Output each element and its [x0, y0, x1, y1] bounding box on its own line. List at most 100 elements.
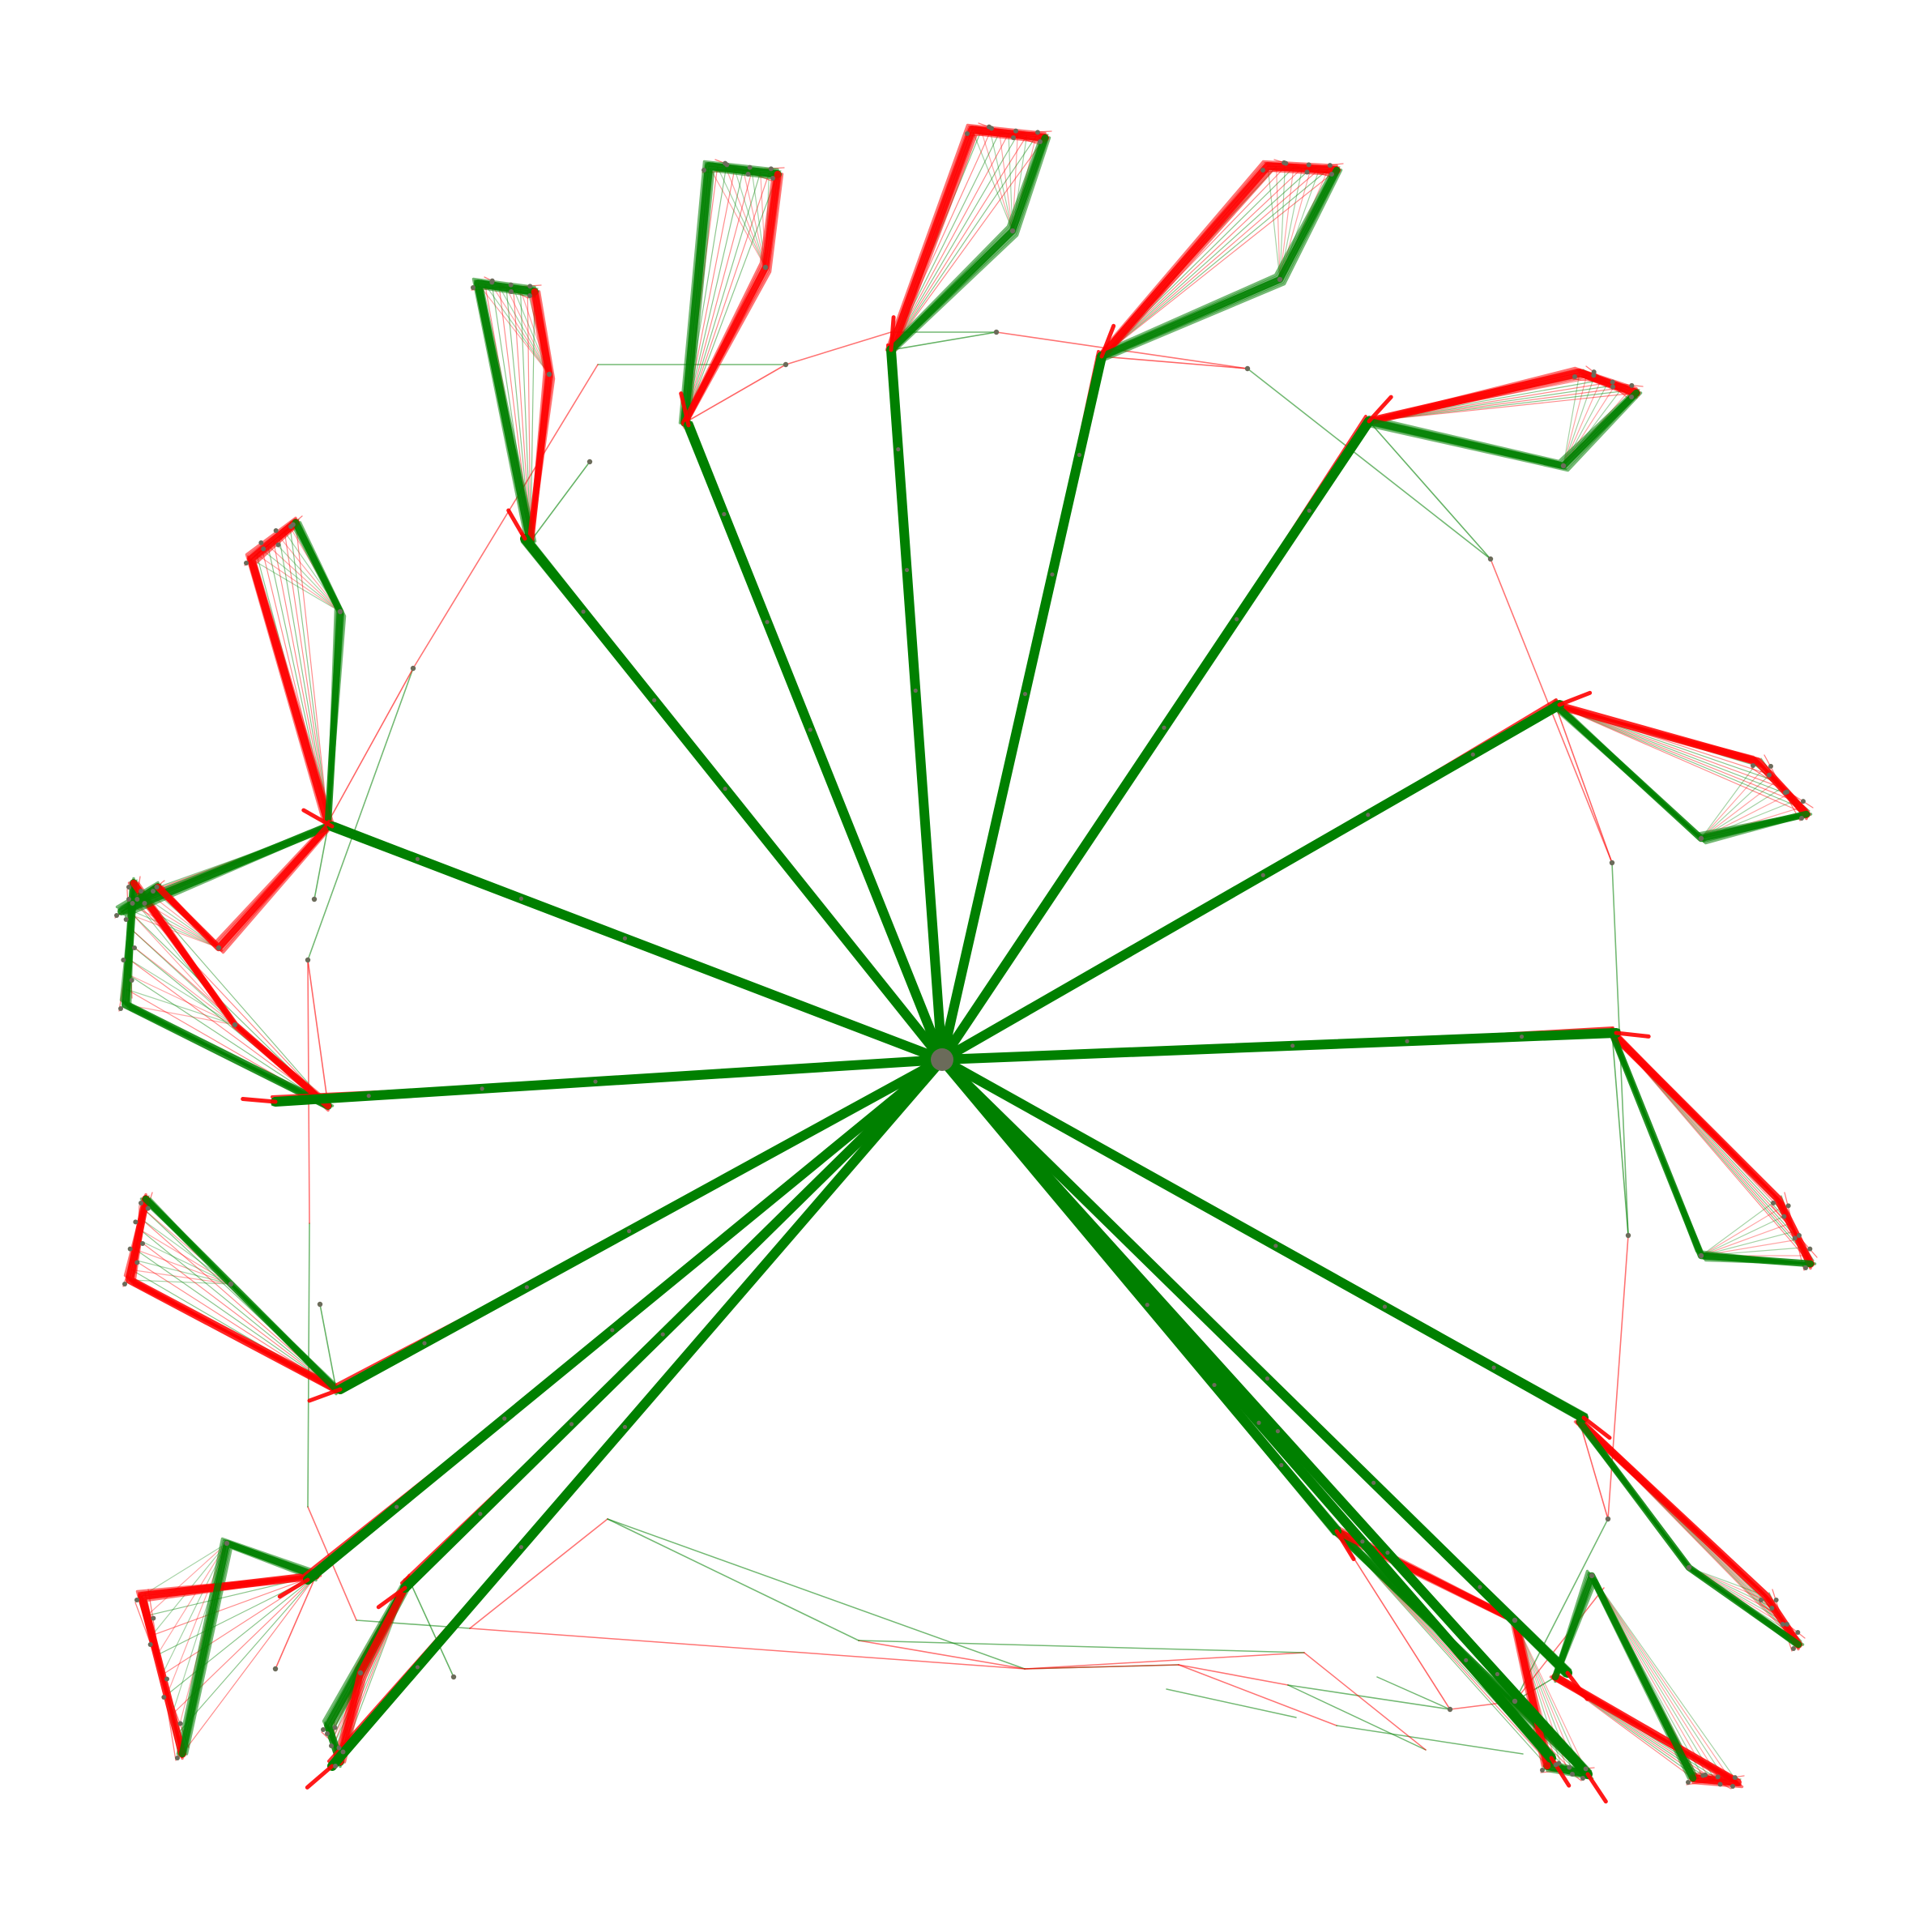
web-edge — [858, 1640, 1305, 1653]
graph-node — [1560, 463, 1567, 469]
spoke-end-tick — [277, 1577, 310, 1599]
petal-fan-edge — [1700, 1231, 1795, 1257]
spoke-core — [303, 1055, 947, 1585]
graph-node — [770, 176, 775, 181]
spoke-node — [1260, 873, 1265, 877]
petal-inner-bundle — [1100, 169, 1343, 363]
graph-node — [1759, 1598, 1764, 1602]
petal-fan-edge — [734, 169, 766, 268]
petal-fan-edge — [256, 553, 341, 612]
graph-node — [1703, 1772, 1708, 1777]
petal-fan-edge — [717, 166, 766, 268]
petal-fan-edge — [134, 1248, 232, 1285]
petal-inner-bundle — [1367, 391, 1643, 472]
spoke-core — [271, 1055, 947, 1107]
graph-node — [1570, 1772, 1575, 1777]
web-edge — [469, 1628, 1026, 1670]
graph-node — [1629, 395, 1634, 399]
petal-outer-bundle-core — [680, 162, 782, 427]
graph-node — [1791, 1646, 1796, 1651]
graph-node — [527, 284, 533, 289]
spoke-node — [622, 1424, 628, 1430]
spoke-core — [937, 1028, 1621, 1065]
graph-node — [1277, 276, 1283, 283]
spoke-node — [1273, 1244, 1278, 1248]
petal-fan-edge — [1700, 1198, 1779, 1257]
graph-node — [126, 885, 131, 890]
petal-fan-edge — [1700, 1214, 1787, 1257]
graph-node — [329, 1743, 334, 1748]
petal-fan-edge — [1267, 165, 1281, 280]
graph-node — [410, 665, 416, 672]
petal-outer-bundle-core — [1576, 1418, 1802, 1649]
graph-node — [325, 1731, 330, 1736]
spoke-node — [1275, 1429, 1281, 1434]
spoke-node — [524, 1285, 529, 1290]
graph-node — [164, 1676, 169, 1682]
graph-node — [1567, 1764, 1572, 1770]
graph-node — [1009, 228, 1016, 234]
petal-outer-bundle — [678, 160, 779, 425]
petal-fan-edge — [1688, 1567, 1767, 1597]
graph-node — [151, 1615, 156, 1621]
petal-fan-edge — [137, 1239, 232, 1285]
graph-node — [333, 1764, 338, 1769]
petal-back-edge — [1611, 1032, 1629, 1236]
ring-edge — [412, 364, 599, 669]
petal-fan-edge — [1514, 1619, 1584, 1774]
petal-inner-bundle — [889, 136, 1043, 348]
petal-fan-edge — [272, 540, 341, 612]
petal-fan-edge — [999, 132, 1013, 232]
graph-node — [140, 1241, 145, 1246]
petal-fan-edge — [980, 130, 1013, 232]
spoke-node — [422, 1341, 427, 1346]
graph-node — [1751, 763, 1755, 768]
spoke-node — [1212, 1382, 1217, 1388]
petal-outer-bundle-core — [247, 518, 332, 826]
spoke-node — [1495, 1671, 1500, 1677]
spoke-end-tick — [241, 1097, 278, 1104]
petal-fan-edge — [527, 290, 531, 542]
petal-fan-edge — [1591, 1575, 1738, 1783]
web-edge — [1166, 1688, 1297, 1718]
spoke-node — [765, 620, 770, 625]
petal-inner-bundle — [1100, 169, 1334, 354]
spoke-node — [593, 1079, 598, 1084]
petal-fan-edge — [1276, 166, 1281, 280]
spoke-node — [1022, 692, 1028, 697]
graph-node — [993, 329, 1000, 335]
ring-edge — [785, 331, 892, 365]
spoke-core — [327, 821, 947, 1065]
graph-node — [1629, 382, 1635, 388]
graph-node — [1447, 1706, 1453, 1713]
spoke-end-tick — [1099, 323, 1116, 359]
petal-fan-edge — [890, 134, 1028, 351]
graph-node — [134, 1260, 140, 1265]
petal-fan-edge — [1555, 704, 1802, 809]
spoke-end-tick — [1585, 1772, 1608, 1804]
spoke-node — [415, 1665, 420, 1670]
petal-fan-edge — [1101, 169, 1329, 357]
graph-node — [1780, 1622, 1785, 1627]
petal-outer-bundle-core — [1365, 369, 1640, 425]
graph-node — [130, 901, 135, 906]
spoke-end-tick — [1581, 1415, 1612, 1440]
spoke-node — [896, 447, 901, 452]
petal-outer-bundle — [1095, 160, 1338, 358]
spoke-core — [327, 1055, 947, 1771]
petal-fan-edge — [151, 1575, 317, 1636]
hub-node — [931, 1048, 953, 1071]
petal-outer-bundle — [471, 277, 536, 543]
petal-fan-edge — [289, 527, 329, 823]
graph-node — [305, 957, 311, 963]
spoke-node — [581, 609, 586, 614]
graph-node — [1609, 860, 1615, 866]
graph-node — [122, 1282, 127, 1286]
spoke-node — [1470, 752, 1475, 757]
petal-fan-edge — [1700, 761, 1759, 839]
graph-node — [126, 897, 131, 902]
petal-fan-edge — [1368, 392, 1637, 422]
petal-back-edge — [307, 959, 329, 1107]
graph-node — [1540, 1768, 1545, 1773]
graph-node — [1781, 1214, 1787, 1219]
